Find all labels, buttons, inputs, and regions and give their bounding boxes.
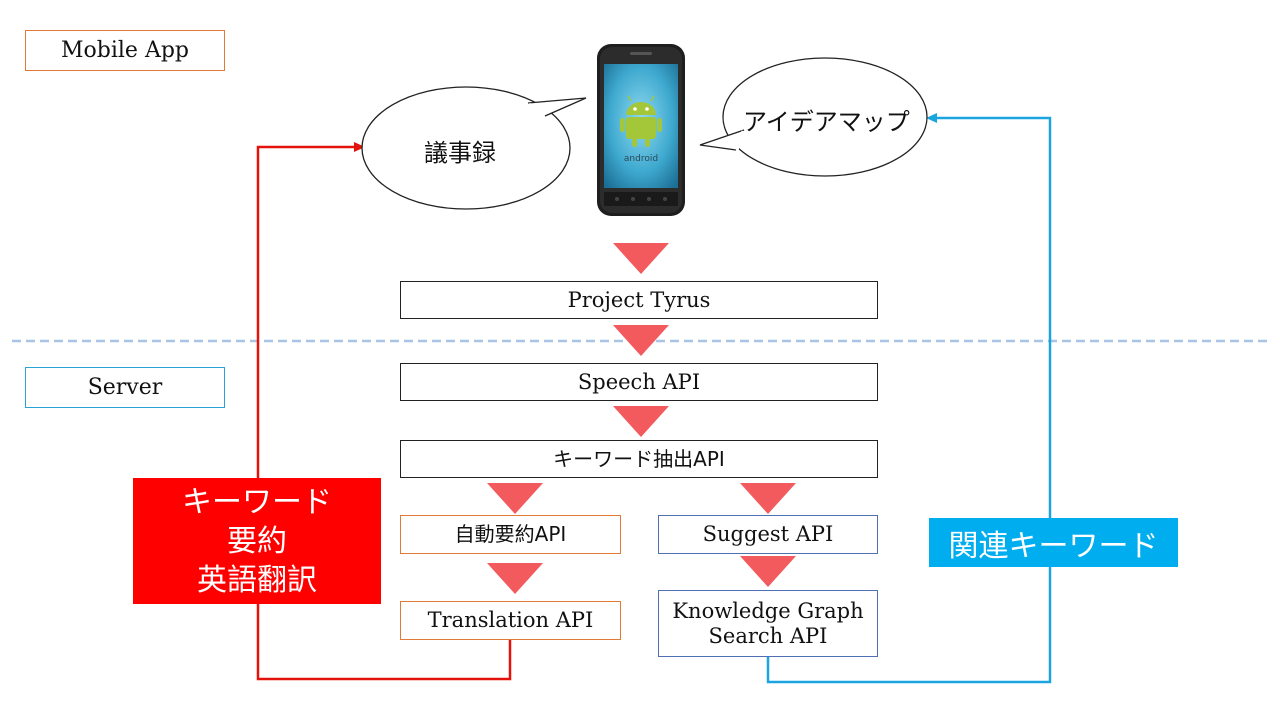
- flow-arrow-3: [613, 406, 669, 437]
- speech-api-label: Speech API: [577, 369, 701, 394]
- translation-api-box: Translation API: [400, 601, 621, 640]
- cyan-arrowhead: [926, 113, 937, 123]
- cyan-callout-related-keywords: 関連キーワード: [929, 518, 1178, 567]
- flow-arrow-7: [740, 556, 796, 587]
- red-callout-line1: キーワード: [182, 484, 332, 520]
- suggest-api-label: Suggest API: [702, 522, 834, 547]
- red-feedback-line: [256, 145, 512, 681]
- flow-arrow-2: [613, 325, 669, 356]
- auto-summary-api-label: 自動要約API: [454, 522, 567, 546]
- android-robot-icon: [620, 95, 662, 147]
- red-arrowhead: [354, 142, 365, 152]
- speech-bubble-minutes: [361, 86, 587, 210]
- project-tyrus-box: Project Tyrus: [400, 281, 878, 319]
- keyword-extract-api-box: キーワード抽出API: [400, 440, 878, 478]
- project-tyrus-label: Project Tyrus: [567, 287, 711, 312]
- bubble-text-idea-map: アイデアマップ: [743, 108, 910, 136]
- knowledge-graph-label-line2: Search API: [708, 623, 828, 648]
- flow-arrow-6: [487, 563, 543, 594]
- flow-arrow-1: [613, 243, 669, 274]
- speech-bubble-idea-map: [699, 57, 928, 177]
- red-callout-line2: 要約: [227, 523, 287, 559]
- section-label-mobile-app: Mobile App: [25, 30, 225, 71]
- auto-summary-api-box: 自動要約API: [400, 515, 621, 554]
- knowledge-graph-search-api-box: Knowledge Graph Search API: [658, 590, 878, 657]
- android-phone-image: android: [597, 44, 685, 216]
- knowledge-graph-label-line1: Knowledge Graph: [672, 599, 864, 624]
- mobile-app-text: Mobile App: [61, 37, 189, 63]
- flow-arrow-5: [740, 483, 796, 514]
- keyword-extract-api-label: キーワード抽出API: [553, 446, 725, 471]
- section-label-server: Server: [25, 367, 225, 408]
- bubble-text-minutes: 議事録: [424, 139, 496, 167]
- cyan-callout-text: 関連キーワード: [948, 528, 1159, 564]
- flow-arrow-4: [487, 483, 543, 514]
- cyan-feedback-line: [766, 116, 1052, 684]
- suggest-api-box: Suggest API: [658, 515, 878, 554]
- translation-api-label: Translation API: [427, 608, 594, 633]
- android-wordmark: android: [624, 154, 658, 164]
- speech-api-box: Speech API: [400, 363, 878, 401]
- red-callout-line3: 英語翻訳: [197, 562, 317, 598]
- red-callout-keyword-summary-translation: キーワード 要約 英語翻訳: [133, 478, 381, 604]
- server-text: Server: [87, 374, 163, 400]
